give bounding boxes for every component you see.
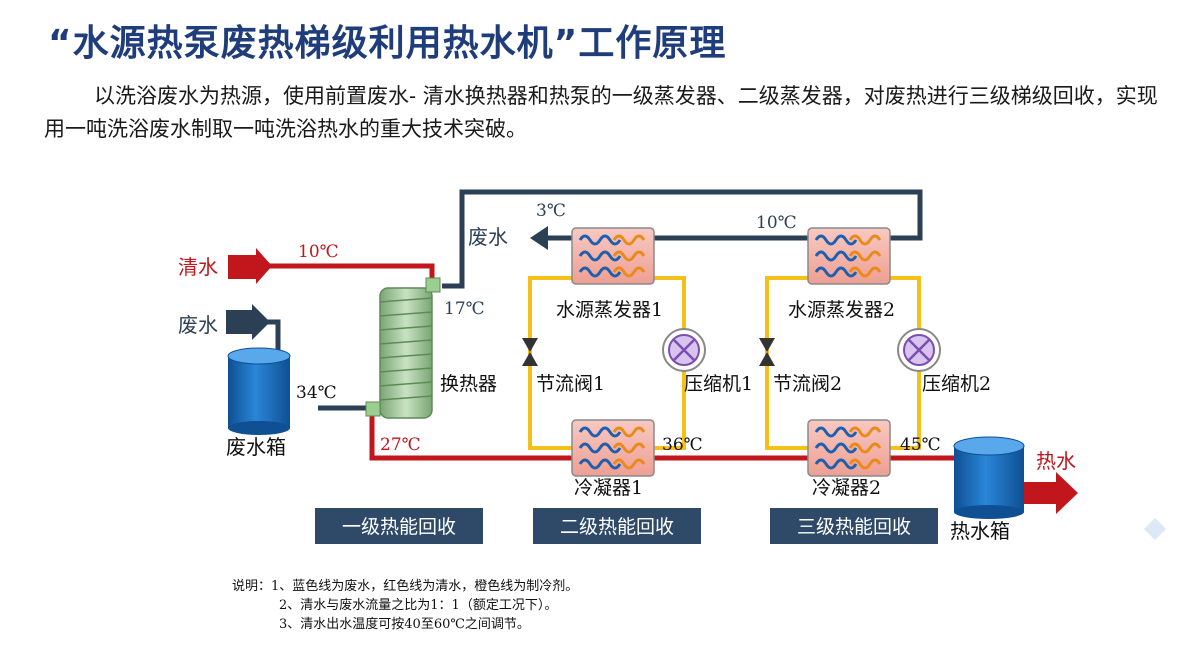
- evaporator-1-unit: [571, 227, 655, 285]
- temp-condenser-2-out: 45℃: [900, 435, 941, 455]
- waste-water-out-arrow: [530, 226, 548, 250]
- waste-water-in-label: 废水: [178, 313, 218, 337]
- waste-water-in-arrow-body: [226, 310, 252, 334]
- temp-condenser-1-out: 36℃: [662, 435, 703, 455]
- condenser-1-label: 冷凝器1: [574, 477, 643, 499]
- stage-banner-1: 一级热能回收: [315, 508, 483, 544]
- temp-evap-2-waste: 10℃: [756, 213, 797, 233]
- condenser-2-label: 冷凝器2: [812, 477, 881, 499]
- throttle-valve-1-icon: [522, 338, 538, 366]
- page-title: “水源热泵废热梯级利用热水机”工作原理: [48, 23, 727, 64]
- hot-water-out-arrow-head: [1056, 472, 1078, 514]
- clean-water-lines: [268, 263, 958, 461]
- condenser-2-unit: [807, 419, 891, 477]
- evaporator-1-label: 水源蒸发器1: [556, 299, 663, 321]
- clean-water-in-arrow-body: [228, 255, 258, 279]
- stage-1-label: 一级热能回收: [342, 516, 456, 538]
- description-paragraph: 以洗浴废水为热源，使用前置废水- 清水换热器和热泵的一级蒸发器、二级蒸发器，对废…: [44, 80, 1174, 146]
- throttle-2-label: 节流阀2: [773, 373, 842, 395]
- decorative-diamond-icon: [1144, 518, 1166, 540]
- evaporator-2-label: 水源蒸发器2: [788, 299, 895, 321]
- description-text: 以洗浴废水为热源，使用前置废水- 清水换热器和热泵的一级蒸发器、二级蒸发器，对废…: [44, 84, 1158, 141]
- compressor-2-icon: [897, 328, 941, 372]
- waste-tank-label: 废水箱: [226, 435, 286, 459]
- condenser-1-unit: [571, 419, 655, 477]
- temp-exchanger-out: 17℃: [444, 299, 485, 319]
- heat-exchanger: [365, 277, 441, 419]
- hot-water-tank: [953, 436, 1025, 519]
- compressor-1-icon: [662, 328, 706, 372]
- temp-waste-out: 3℃: [536, 201, 566, 221]
- stage-banner-2: 二级热能回收: [533, 508, 701, 544]
- evaporator-2-unit: [807, 227, 891, 285]
- hot-water-out-arrow-body: [1024, 482, 1060, 504]
- hot-tank-label: 热水箱: [950, 519, 1010, 543]
- stage-2-label: 二级热能回收: [560, 516, 674, 538]
- temp-clean-in: 10℃: [298, 242, 339, 262]
- throttle-valve-2-icon: [759, 338, 775, 366]
- note-line-1: 说明：1、蓝色线为废水，红色线为清水，橙色线为制冷剂。: [232, 578, 578, 594]
- hot-water-out-label: 热水: [1036, 449, 1076, 473]
- compressor-1-label: 压缩机1: [684, 373, 753, 395]
- throttle-1-label: 节流阀1: [536, 373, 605, 395]
- note-line-2: 2、清水与废水流量之比为1：1（额定工况下）。: [279, 597, 557, 613]
- note-line-3: 3、清水出水温度可按40至60℃之间调节。: [279, 616, 530, 632]
- temp-tank-waste: 34℃: [296, 383, 337, 403]
- waste-water-tank: [227, 347, 291, 435]
- clean-water-in-arrow-head: [256, 248, 272, 284]
- waste-water-in-arrow-head: [252, 304, 270, 340]
- temp-clean-preheated: 27℃: [380, 435, 421, 455]
- clean-water-in-label: 清水: [178, 255, 218, 279]
- stage-banner-3: 三级热能回收: [770, 508, 938, 544]
- compressor-2-label: 压缩机2: [922, 373, 991, 395]
- stage-3-label: 三级热能回收: [797, 516, 911, 538]
- heat-exchanger-label: 换热器: [440, 373, 497, 395]
- waste-water-out-label: 废水: [468, 225, 508, 249]
